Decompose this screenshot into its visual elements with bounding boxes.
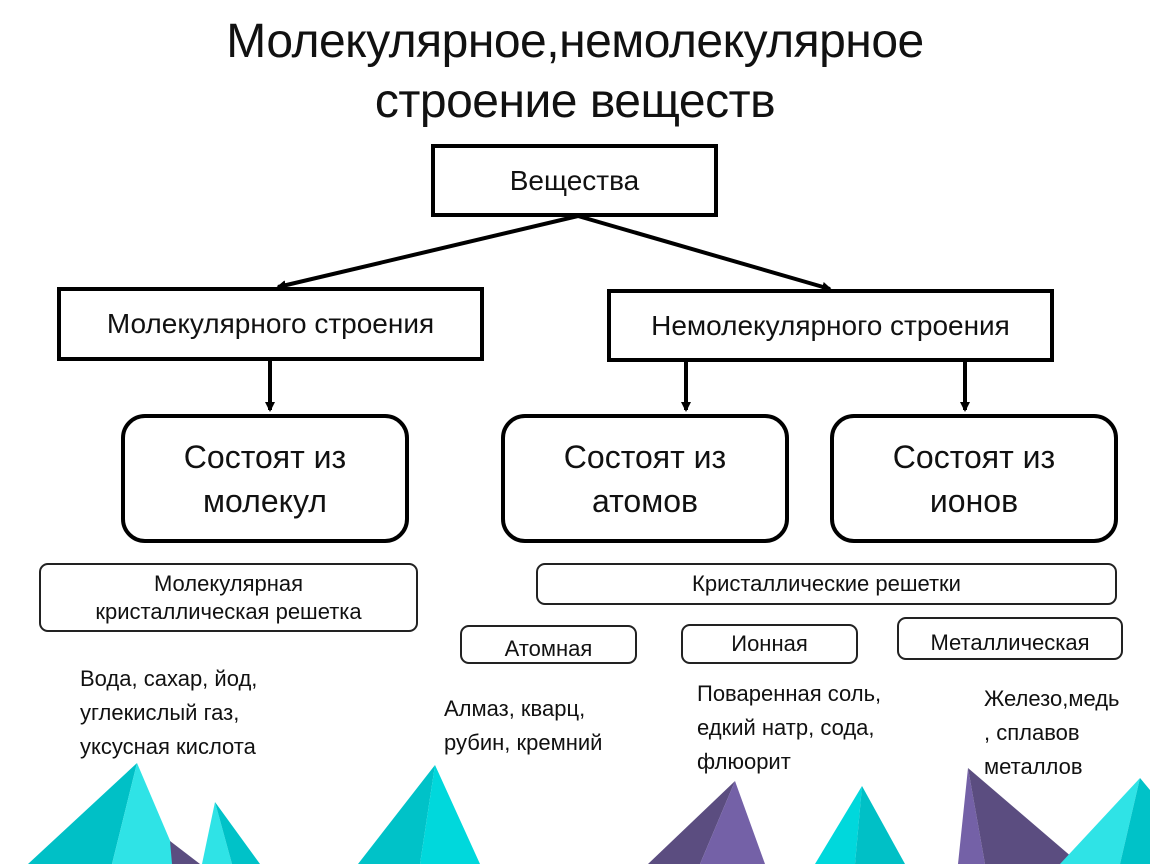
example-line: Алмаз, кварц, (444, 696, 586, 721)
crystal-purple-3 (958, 768, 1080, 864)
node-ionic-lattice-label: Ионная (731, 631, 808, 656)
node-crystal-lattices-label: Кристаллические решетки (692, 571, 961, 596)
node-ionic-lattice: Ионная (681, 624, 858, 664)
slide-title-line1: Молекулярное,немолекулярное (226, 15, 924, 68)
node-consist-of-ions: Состоят из ионов (830, 414, 1118, 543)
example-line: флюорит (697, 749, 791, 774)
node-metallic-lattice-label: Металлическая (930, 629, 1090, 655)
node-molecular-lattice-line2: кристаллическая решетка (95, 598, 362, 624)
node-consist-of-atoms-line1: Состоят из (563, 438, 727, 475)
examples-metallic: Железо,медь , сплавов металлов (984, 682, 1120, 784)
node-consist-of-molecules-line2: молекул (203, 482, 327, 519)
example-line: едкий натр, сода, (697, 715, 875, 740)
example-line: Вода, сахар, йод, (80, 666, 258, 691)
node-atomic-lattice-label: Атомная (504, 635, 593, 661)
example-line: углекислый газ, (80, 700, 240, 725)
crystal-cyan-1 (28, 763, 180, 864)
example-line: Поваренная соль, (697, 681, 882, 706)
node-nonmolecular-structure-label: Немолекулярного строения (651, 309, 1010, 341)
node-molecular-lattice-line1: Молекулярная (153, 570, 304, 596)
node-consist-of-atoms-line2: атомов (592, 482, 698, 519)
examples-molecular: Вода, сахар, йод, углекислый газ, уксусн… (80, 662, 257, 764)
node-molecular-lattice: Молекулярная кристаллическая решетка (39, 563, 418, 632)
crystal-cyan-3 (358, 765, 480, 864)
slide-title-line2: строение веществ (374, 75, 776, 128)
crystal-cyan-4 (815, 786, 905, 864)
node-consist-of-molecules: Состоят из молекул (121, 414, 409, 543)
crystal-cyan-5 (1060, 778, 1150, 864)
arrow-root-to-molecular (276, 214, 579, 291)
node-atomic-lattice: Атомная (460, 625, 637, 664)
crystal-purple-2 (648, 781, 765, 864)
node-crystal-lattices: Кристаллические решетки (536, 563, 1117, 605)
node-consist-of-ions-line1: Состоят из (892, 438, 1056, 475)
example-line: Железо,медь (984, 686, 1120, 711)
node-consist-of-ions-line2: ионов (929, 482, 1019, 519)
node-molecular-structure: Молекулярного строения (57, 287, 484, 361)
node-metallic-lattice: Металлическая (897, 617, 1123, 660)
node-consist-of-molecules-line1: Состоят из (183, 438, 347, 475)
node-molecular-structure-label: Молекулярного строения (106, 308, 435, 339)
crystal-cyan-2 (202, 802, 260, 864)
node-consist-of-atoms: Состоят из атомов (501, 414, 789, 543)
crystal-purple-1 (170, 841, 200, 864)
example-line: уксусная кислота (80, 734, 256, 759)
example-line: , сплавов (984, 720, 1080, 745)
examples-ionic: Поваренная соль, едкий натр, сода, флюор… (697, 677, 881, 779)
example-line: рубин, кремний (444, 730, 603, 755)
examples-atomic: Алмаз, кварц, рубин, кремний (444, 692, 602, 760)
node-nonmolecular-structure: Немолекулярного строения (607, 289, 1054, 362)
example-line: металлов (984, 754, 1083, 779)
arrow-root-to-nonmolecular (577, 214, 832, 292)
root-node-substances: Вещества (431, 144, 718, 217)
root-node-label: Вещества (509, 164, 640, 196)
